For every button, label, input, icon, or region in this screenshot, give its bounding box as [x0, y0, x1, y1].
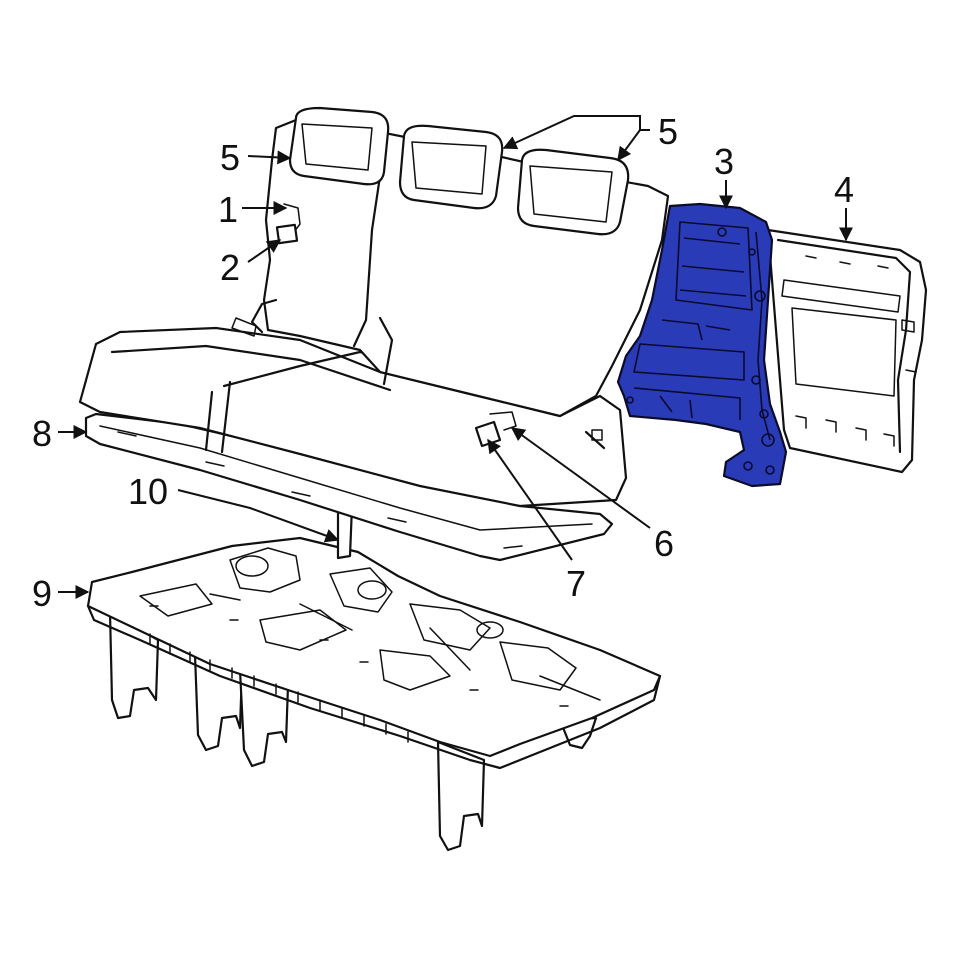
callout-9: 9 — [32, 573, 52, 614]
callout-5-left: 5 — [220, 137, 240, 178]
callout-3: 3 — [714, 141, 734, 182]
callout-10: 10 — [128, 471, 168, 512]
callout-4: 4 — [834, 169, 854, 210]
callout-7: 7 — [566, 563, 586, 604]
seat-back-frame-highlighted — [616, 202, 788, 488]
callout-6: 6 — [654, 523, 674, 564]
callout-1: 1 — [218, 189, 238, 230]
cushion-frame — [84, 412, 614, 562]
callout-2: 2 — [220, 247, 240, 288]
callout-8: 8 — [32, 413, 52, 454]
seat-back-panel — [766, 228, 928, 474]
seat-backrest — [231, 106, 670, 448]
leader-lines — [58, 115, 853, 599]
floor-pan — [86, 536, 662, 852]
seat-cushion — [78, 326, 628, 508]
callout-labels: 5 5 1 2 3 4 6 7 8 9 10 — [32, 111, 854, 614]
callout-5-right: 5 — [658, 111, 678, 152]
